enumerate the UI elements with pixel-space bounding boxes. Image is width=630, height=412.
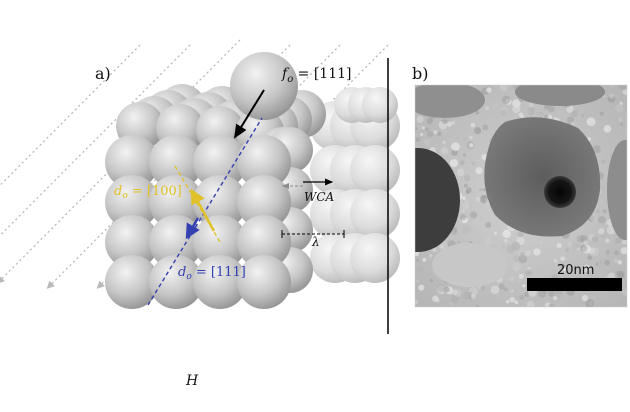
lambda-label: λ xyxy=(311,235,320,249)
blue-dashed-axis xyxy=(147,117,263,306)
scale-bar xyxy=(527,278,622,291)
front-sphere xyxy=(237,175,291,229)
front-sphere xyxy=(105,175,159,229)
front-sphere xyxy=(237,135,291,189)
d0-blue-label: do = [111] xyxy=(178,265,246,282)
front-sphere xyxy=(105,215,159,269)
f0-label: fo = [111] xyxy=(281,66,352,85)
f0-pointer-arrow xyxy=(233,89,265,139)
front-sphere xyxy=(237,215,291,269)
neighbor-sphere xyxy=(350,145,400,195)
field-line xyxy=(0,44,141,187)
front-sphere xyxy=(237,255,291,309)
front-sphere xyxy=(105,135,159,189)
wca-label: WCA xyxy=(304,190,335,204)
front-sphere xyxy=(105,255,159,309)
field-h-label: H xyxy=(185,373,199,389)
neighbor-sphere xyxy=(350,189,400,239)
front-sphere xyxy=(149,135,203,189)
tem-frame xyxy=(414,84,628,308)
panel-b-label: b) xyxy=(412,64,428,83)
front-sphere xyxy=(193,135,247,189)
scale-bar-label: 20nm xyxy=(557,263,594,278)
neighbor-sphere xyxy=(362,87,398,123)
front-sphere xyxy=(149,255,203,309)
field-line xyxy=(0,44,191,237)
front-sphere xyxy=(149,175,203,229)
satellite-sphere xyxy=(230,52,298,120)
nanocube-assembly xyxy=(105,84,326,309)
blue-direction-arrow xyxy=(185,217,200,240)
front-sphere xyxy=(193,215,247,269)
neighbor-sphere xyxy=(350,233,400,283)
front-sphere xyxy=(193,255,247,309)
yellow-direction-arrow xyxy=(190,188,216,232)
tem-micrograph xyxy=(415,85,627,307)
panel-a-label: a) xyxy=(95,64,111,83)
d0-yellow-label: do = [100] xyxy=(114,184,182,201)
